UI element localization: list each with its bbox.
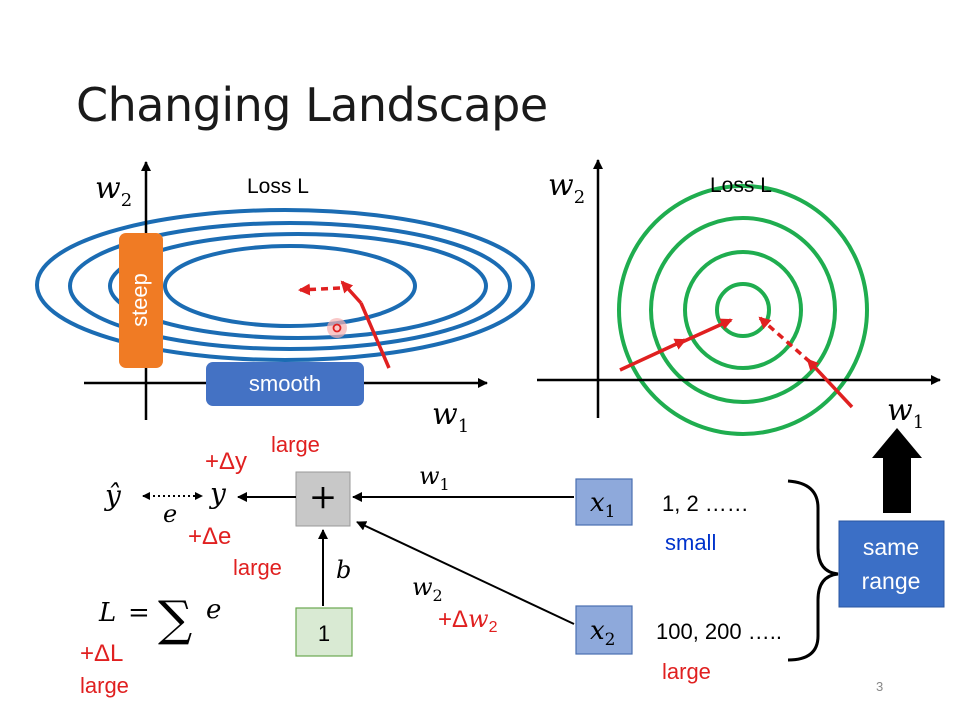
contour-ring — [649, 216, 837, 404]
contour-ring — [108, 232, 488, 340]
contour-ring — [617, 184, 869, 436]
left-loss-label: Loss L — [247, 175, 309, 198]
right-gradient-path — [619, 316, 854, 409]
loss-sum: ∑ — [158, 591, 192, 647]
up-arrow-icon — [872, 428, 922, 513]
right-loss-label: Loss L — [710, 174, 772, 197]
left-x-axis-label: w1 — [432, 397, 469, 437]
delta-e-label: +Δe — [188, 523, 231, 550]
same-range-badge: same range — [838, 520, 945, 608]
x2-large: large — [662, 659, 711, 684]
x1-values: 1, 2 …… — [662, 491, 749, 516]
contour-ring — [683, 250, 803, 370]
delta-L-label: +ΔL — [80, 640, 123, 667]
delta-y-large: large — [271, 432, 320, 457]
loss-equals: = — [128, 598, 150, 628]
x1-node: x1 — [575, 478, 633, 526]
loss-e: e — [206, 595, 221, 625]
x2-symbol: x2 — [590, 616, 616, 650]
sum-node: + — [295, 471, 351, 527]
y-hat-symbol: ŷ — [103, 479, 122, 512]
sum-plus: + — [309, 477, 338, 517]
bias-one: 1 — [318, 621, 330, 646]
same-range-line2: range — [862, 568, 921, 594]
right-loss-plot: w2 w1 Loss L — [537, 159, 941, 513]
smooth-label: smooth — [249, 371, 321, 396]
w1-weight: w1 — [419, 462, 450, 494]
same-range-line1: same — [863, 534, 919, 560]
x2-values: 100, 200 ….. — [656, 619, 782, 644]
smooth-badge: smooth — [206, 362, 364, 406]
right-y-axis-label: w2 — [548, 168, 585, 208]
right-contours — [617, 184, 869, 436]
contour-ring — [68, 221, 512, 351]
right-x-axis-label: w1 — [887, 393, 924, 433]
y-symbol: y — [208, 477, 227, 510]
e-symbol: e — [163, 500, 177, 528]
left-gradient-path — [298, 280, 391, 369]
steep-label: steep — [127, 273, 152, 327]
left-contours — [35, 208, 535, 362]
x2-arrow — [356, 521, 575, 625]
steep-badge: steep — [119, 233, 163, 368]
left-loss-plot: w2 w1 Loss L steep smooth — [35, 161, 535, 437]
x2-node: x2 — [575, 605, 633, 655]
delta-w2-label: +Δw2 — [438, 605, 498, 636]
loss-equation: L = ∑ e — [98, 591, 221, 647]
x1-small: small — [665, 530, 716, 555]
slide-title: Changing Landscape — [76, 78, 548, 132]
network-diagram: ŷ e y +Δy large +Δe large + 1 b x1 — [80, 432, 945, 698]
b-symbol: b — [336, 556, 351, 584]
cursor-dot — [327, 318, 347, 338]
delta-L-large: large — [80, 673, 129, 698]
delta-e-large: large — [233, 555, 282, 580]
contour-ring — [163, 244, 417, 328]
page-number: 3 — [876, 679, 883, 694]
loss-lhs: L — [98, 598, 116, 628]
contour-ring — [35, 208, 535, 362]
x1-symbol: x1 — [590, 488, 616, 522]
bias-node: 1 — [295, 607, 353, 657]
right-brace — [787, 479, 839, 662]
contour-ring — [715, 282, 771, 338]
left-y-axis-label: w2 — [95, 171, 132, 211]
w2-weight: w2 — [412, 573, 443, 605]
delta-y-label: +Δy — [205, 448, 247, 475]
